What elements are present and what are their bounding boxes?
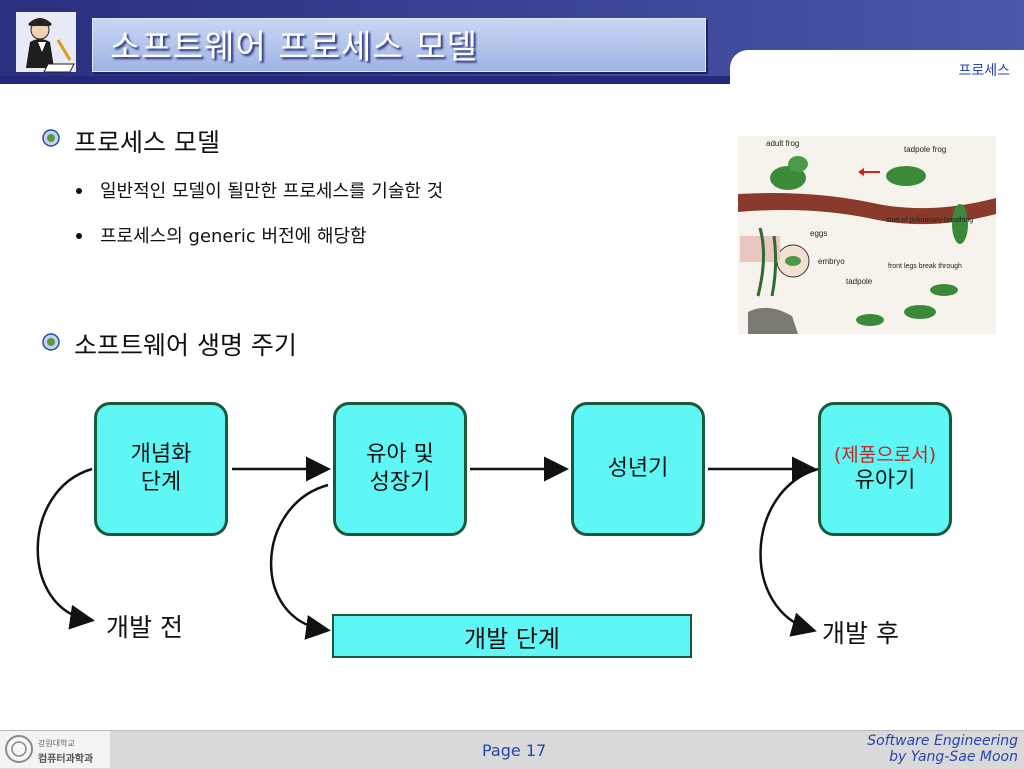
stage-adulthood: 성년기 — [571, 402, 705, 536]
header-strip — [0, 76, 1024, 84]
bullet-emblem-icon — [42, 129, 60, 147]
curve-after-dev — [759, 467, 819, 637]
illustration-label: eggs — [810, 229, 827, 238]
footer-credit: Software Engineering by Yang-Sae Moon — [867, 733, 1018, 765]
credit-line2: by Yang-Sae Moon — [889, 749, 1018, 765]
illustration-label: front legs break through — [888, 263, 962, 270]
stage-concept-line1: 개념화 — [130, 442, 192, 467]
slide-footer — [0, 730, 1024, 769]
slide-title: 소프트웨어 프로세스 모델 — [110, 27, 478, 66]
title-box — [92, 18, 706, 72]
illustration-label: adult frog — [766, 139, 799, 148]
footer-logo: 강원대학교 컴퓨터과학과 — [0, 731, 110, 768]
stage-infancy-line1: 유아 및 — [366, 442, 434, 467]
section-label: 프로세스 — [958, 63, 1010, 79]
stage-product-sub: (제품으로서) — [833, 444, 937, 466]
illustration-label: tadpole frog — [904, 145, 946, 154]
footer-logo-line1: 강원대학교 — [38, 739, 75, 748]
bullet-software-lifecycle: 소프트웨어 생명 주기 — [74, 331, 297, 360]
university-seal-icon — [5, 735, 33, 763]
illustration-label: start of pulmonary breathing — [886, 217, 973, 224]
stage-concept: 개념화 단계 — [94, 402, 228, 536]
development-phase-box: 개발 단계 — [332, 614, 692, 658]
bullet-emblem-icon — [42, 333, 60, 351]
curve-before-dev — [36, 467, 95, 630]
stage-infancy-line2: 성장기 — [369, 470, 431, 495]
stage-adulthood-line1: 성년기 — [607, 456, 669, 481]
sub-bullet-dot — [76, 188, 82, 194]
sub-bullet-1: 일반적인 모델이 될만한 프로세스를 기술한 것 — [100, 181, 444, 202]
stage-concept-line2: 단계 — [140, 470, 182, 495]
frog-lifecycle-image: adult frog tadpole frog start of pulmona… — [738, 136, 996, 334]
credit-line1: Software Engineering — [867, 733, 1018, 749]
section-tab — [730, 50, 1024, 90]
stage-product-infancy: (제품으로서) 유아기 — [818, 402, 952, 536]
curve-dev-stage — [269, 483, 331, 640]
note-after-dev: 개발 후 — [822, 619, 899, 648]
stage-infancy-growth: 유아 및 성장기 — [333, 402, 467, 536]
illustration-label: embryo — [818, 257, 845, 266]
note-before-dev: 개발 전 — [106, 613, 183, 642]
stage-product-line1: 유아기 — [854, 468, 916, 493]
writer-logo-icon — [16, 12, 76, 73]
footer-logo-line2: 컴퓨터과학과 — [38, 754, 94, 765]
sub-bullet-dot — [76, 233, 82, 239]
sub-bullet-2: 프로세스의 generic 버전에 해당함 — [100, 226, 367, 247]
bullet-process-model: 프로세스 모델 — [74, 128, 220, 157]
illustration-label: tadpole — [846, 277, 873, 286]
page-number: Page 17 — [482, 741, 547, 760]
